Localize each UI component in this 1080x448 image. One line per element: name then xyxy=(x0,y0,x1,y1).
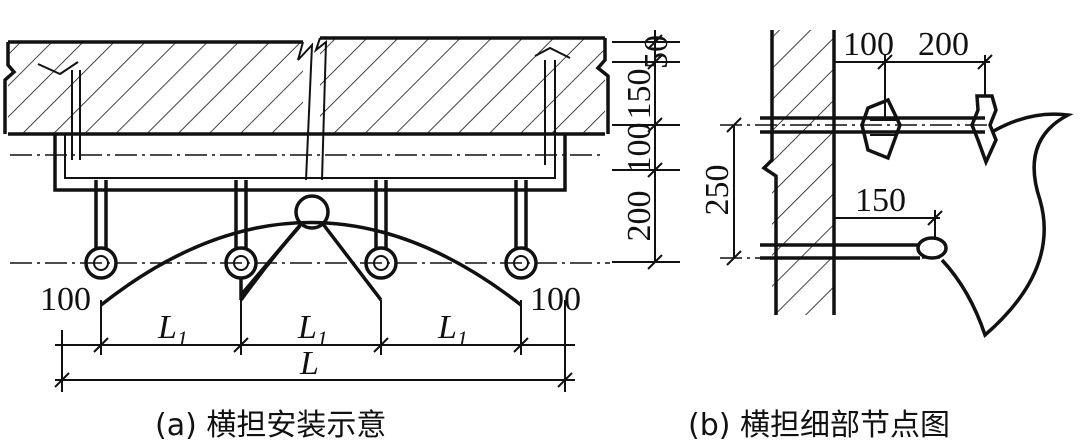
dim-150: 150 xyxy=(621,69,658,120)
sub-span-2: L1 xyxy=(297,309,328,351)
hanger-rods xyxy=(10,180,610,280)
dim-200-b: 200 xyxy=(918,26,969,63)
sub-span-3: L1 xyxy=(437,309,468,351)
caption-a: (a) 横担安装示意 xyxy=(155,408,386,443)
horizontal-dimensions: 100 100 L1 L1 L1 L xyxy=(40,281,581,392)
dim-200: 200 xyxy=(621,191,658,242)
span-label: L xyxy=(299,345,319,382)
dim-150: 150 xyxy=(855,182,906,219)
caption-b: (b) 横担细部节点图 xyxy=(688,408,950,443)
dim-50: 50 xyxy=(638,35,675,69)
dim-250: 250 xyxy=(699,165,736,216)
crossarm xyxy=(10,134,600,192)
edge-dim-right: 100 xyxy=(530,281,581,318)
dim-100-b: 100 xyxy=(843,26,894,63)
vertical-dimensions: 50 150 100 200 xyxy=(612,30,680,270)
wall-section xyxy=(761,30,836,315)
sub-span-1: L1 xyxy=(157,309,188,351)
edge-dim-left: 100 xyxy=(40,281,91,318)
detail-dimensions: 100 200 250 150 xyxy=(699,26,993,266)
anchor-bars xyxy=(37,46,571,165)
overhead-wire xyxy=(99,220,523,307)
tie-wire xyxy=(940,112,1074,339)
bolt-detail xyxy=(720,94,998,260)
dim-100: 100 xyxy=(621,123,658,174)
concrete-slab xyxy=(3,36,610,181)
